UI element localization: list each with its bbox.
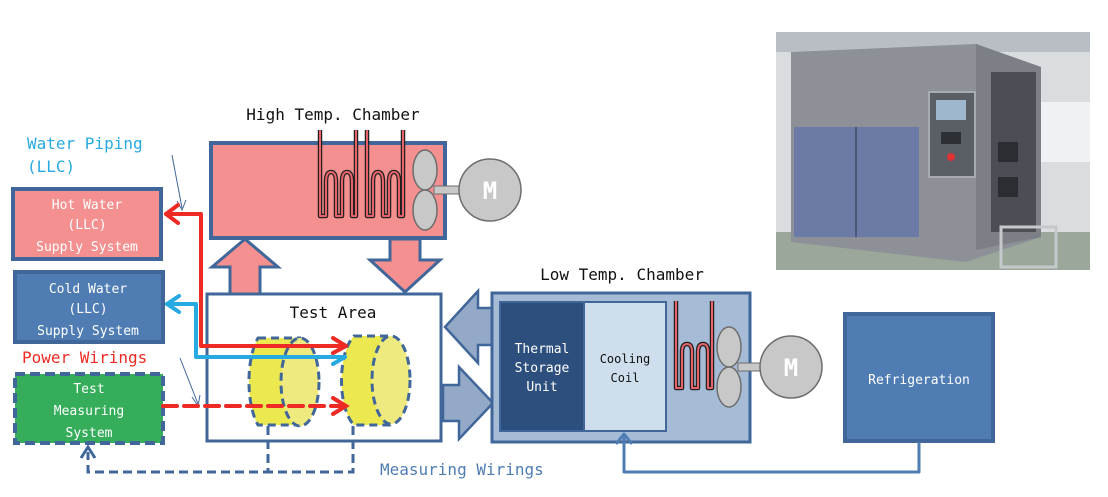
- svg-text:Refrigeration: Refrigeration: [868, 373, 970, 388]
- svg-text:M: M: [784, 354, 798, 382]
- svg-text:Storage: Storage: [515, 361, 570, 376]
- cold-air-inlet-arrow: [443, 287, 496, 367]
- svg-text:Cooling: Cooling: [600, 352, 651, 366]
- motor-label: M: [483, 177, 497, 205]
- test-measuring-system-box: Test Measuring System: [13, 372, 165, 445]
- water-piping-label-llc: (LLC): [27, 157, 75, 176]
- water-piping-label: Water Piping: [27, 134, 143, 153]
- low-fan-icon: [716, 326, 767, 408]
- svg-text:System: System: [66, 426, 113, 441]
- svg-text:Supply System: Supply System: [37, 324, 139, 339]
- svg-text:Test: Test: [73, 382, 104, 397]
- water-piping-pointer: [171, 154, 183, 209]
- svg-text:Measuring: Measuring: [54, 404, 124, 419]
- low-heater-coil-icon: [673, 301, 715, 391]
- high-temp-chamber-title: High Temp. Chamber: [246, 105, 420, 124]
- heater-coil-icon: [317, 130, 406, 219]
- measuring-wiring-line: [86, 426, 355, 474]
- svg-text:Unit: Unit: [526, 380, 557, 395]
- svg-text:(LLC): (LLC): [67, 218, 106, 233]
- svg-text:(LLC): (LLC): [68, 302, 107, 317]
- hot-water-pipe: [164, 203, 348, 355]
- low-temp-chamber-title: Low Temp. Chamber: [540, 265, 704, 284]
- cold-water-supply-box: Cold Water (LLC) Supply System: [13, 270, 165, 344]
- return-air-arrow: [441, 363, 495, 443]
- svg-text:Thermal: Thermal: [515, 342, 570, 357]
- test-specimen-2: [339, 334, 412, 427]
- test-specimen-1: [247, 336, 321, 428]
- svg-text:Coil: Coil: [611, 371, 640, 385]
- refrigeration-box: Refrigeration: [843, 312, 995, 443]
- power-wiring-line: [161, 396, 350, 416]
- low-motor-icon: M: [759, 335, 823, 399]
- svg-text:Cold Water: Cold Water: [49, 282, 127, 297]
- hot-water-supply-box: Hot Water (LLC) Supply System: [11, 187, 163, 261]
- cold-water-pipe: [165, 294, 347, 366]
- power-wirings-pointer: [179, 357, 199, 405]
- cooling-coil: [583, 301, 667, 432]
- svg-text:Supply System: Supply System: [36, 240, 138, 255]
- chamber-photo-image: [776, 32, 1090, 270]
- heat-up-arrow: [207, 237, 283, 297]
- refrigerant-line: [614, 432, 921, 474]
- power-wirings-label: Power Wirings: [22, 348, 147, 367]
- test-area-title: Test Area: [290, 303, 377, 322]
- fan-icon: [412, 149, 465, 231]
- test-chamber-photo: [776, 32, 1090, 270]
- svg-text:Hot Water: Hot Water: [52, 198, 123, 213]
- thermal-storage-unit: [499, 301, 585, 432]
- motor-icon: M: [458, 158, 522, 222]
- heat-down-arrow: [366, 237, 444, 295]
- measuring-wirings-label: Measuring Wirings: [380, 460, 544, 479]
